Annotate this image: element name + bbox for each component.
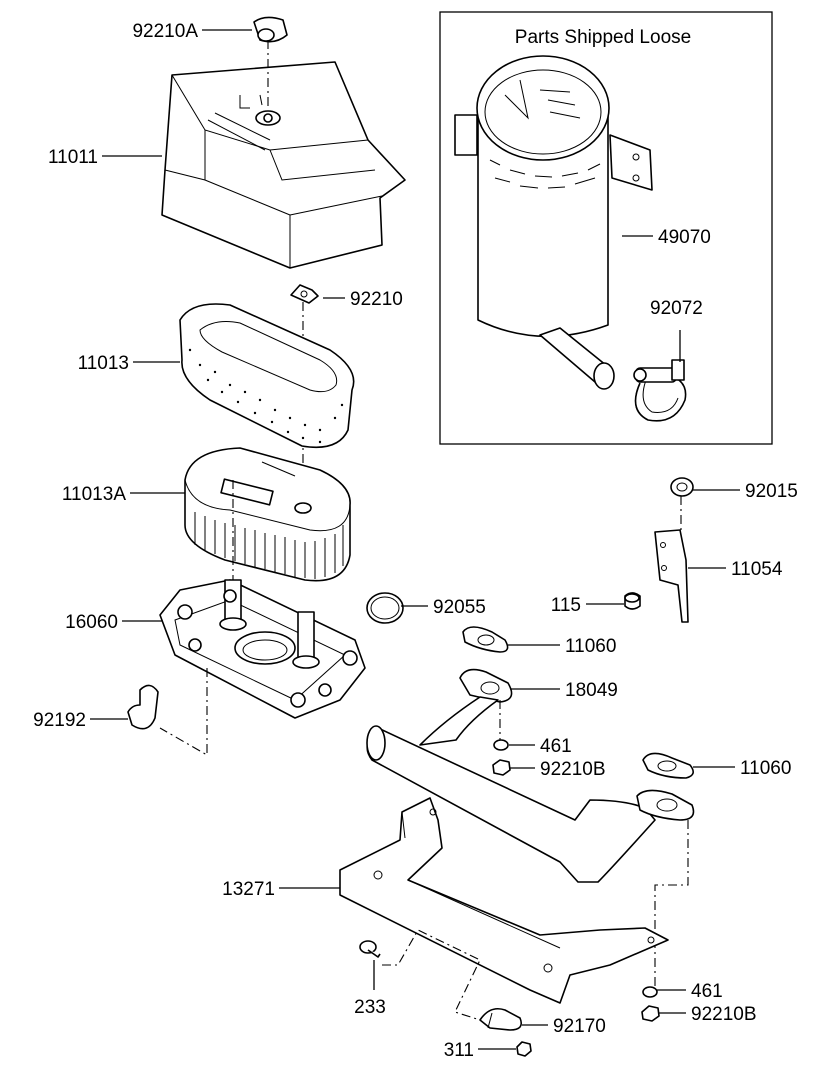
screw-233-drawing <box>359 940 381 958</box>
nut-461-upper-drawing <box>493 739 509 751</box>
callout-49070[interactable]: 49070 <box>658 227 711 248</box>
muffler-drawing <box>454 55 653 390</box>
nut-92210B-upper-drawing <box>492 759 511 776</box>
callout-461-lower[interactable]: 461 <box>691 981 723 1002</box>
callout-92170[interactable]: 92170 <box>553 1016 606 1037</box>
clamp-92072-drawing <box>633 359 687 422</box>
callout-92072[interactable]: 92072 <box>650 298 703 319</box>
gasket-11060-lower-drawing <box>642 752 694 779</box>
clamp-92170-drawing <box>479 1007 523 1031</box>
callout-11013A[interactable]: 11013A <box>62 484 126 505</box>
air-cleaner-cover-drawing <box>161 61 406 269</box>
callout-11060-lower[interactable]: 11060 <box>740 758 791 779</box>
callout-92192[interactable]: 92192 <box>33 710 86 731</box>
wing-nut-92210-drawing <box>290 284 319 304</box>
nut-461-lower-drawing <box>642 986 658 998</box>
callout-13271[interactable]: 13271 <box>222 879 275 900</box>
callout-92210[interactable]: 92210 <box>350 289 403 310</box>
bolt-115-drawing <box>624 592 641 610</box>
grommet-92015-drawing <box>670 477 694 497</box>
callout-92210A[interactable]: 92210A <box>132 21 198 42</box>
callout-11013[interactable]: 11013 <box>78 353 129 374</box>
elbow-92192-drawing <box>127 684 159 730</box>
callout-92015[interactable]: 92015 <box>745 481 798 502</box>
loose-parts-title: Parts Shipped Loose <box>515 27 691 48</box>
callout-92210B-lower[interactable]: 92210B <box>691 1004 757 1025</box>
callout-115[interactable]: 115 <box>551 595 581 616</box>
leader-lines <box>90 29 740 1050</box>
exhaust-pipe-18049-drawing <box>366 668 695 883</box>
bracket-11054-drawing <box>654 529 689 623</box>
heat-shield-13271-drawing <box>339 797 669 1004</box>
o-ring-92055-drawing <box>366 592 404 624</box>
callout-92055[interactable]: 92055 <box>433 597 486 618</box>
air-cleaner-base-16060-drawing <box>159 579 366 719</box>
callout-311[interactable]: 311 <box>444 1040 474 1061</box>
callout-11054[interactable]: 11054 <box>731 559 783 580</box>
callout-92210B-upper[interactable]: 92210B <box>540 759 606 780</box>
callout-18049[interactable]: 18049 <box>565 680 618 701</box>
callout-16060[interactable]: 16060 <box>65 612 118 633</box>
gasket-11060-upper-drawing <box>462 626 509 653</box>
callout-233[interactable]: 233 <box>354 997 386 1018</box>
nut-311-drawing <box>516 1041 532 1057</box>
precleaner-11013-drawing <box>179 303 355 449</box>
knob-92210A-drawing <box>253 16 288 43</box>
filter-element-11013A-drawing <box>184 447 351 582</box>
callout-11011[interactable]: 11011 <box>48 147 98 168</box>
nut-92210B-lower-drawing <box>641 1005 660 1022</box>
callout-461-upper[interactable]: 461 <box>540 736 572 757</box>
callout-11060-upper[interactable]: 11060 <box>565 636 616 657</box>
loose-parts-frame <box>439 11 773 445</box>
